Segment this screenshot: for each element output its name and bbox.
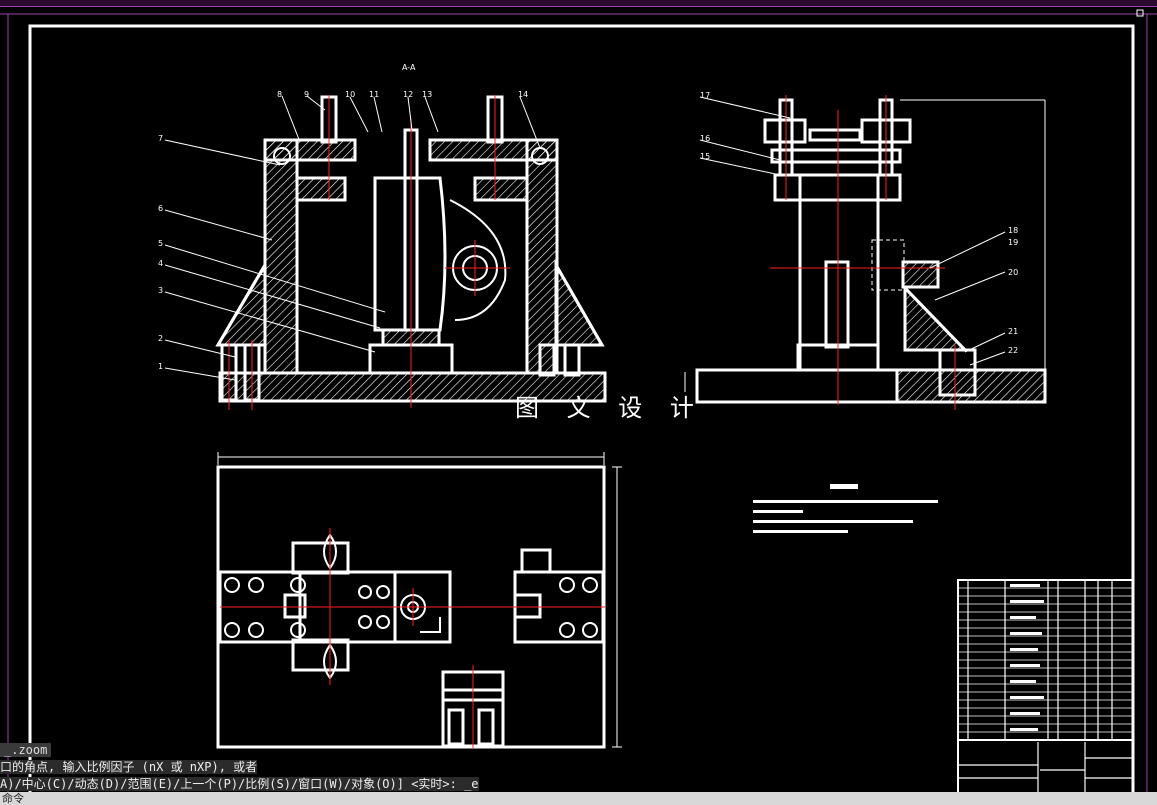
top-view-dimensions [217,452,622,748]
balloon-22: 22 [1008,346,1019,355]
balloon-6: 6 [158,204,164,213]
balloon-15: 15 [700,152,711,161]
front-view-leaders [164,95,541,381]
command-input-line[interactable]: 命令 [0,792,1157,805]
front-view-centerlines [228,95,510,410]
side-view-leaders [684,96,1046,402]
balloon-2: 2 [158,334,164,343]
command-history: _.zoom 口的角点, 输入比例因子 (nX 或 nXP), 或者 A)/中心… [0,742,1157,793]
command-input-label: 命令 [2,792,24,805]
top-view-centerlines [220,528,605,748]
technical-requirements-note [753,484,938,533]
balloon-14: 14 [518,90,529,99]
balloon-11: 11 [369,90,380,99]
balloon-7: 7 [158,134,164,143]
balloon-16: 16 [700,134,711,143]
balloon-18: 18 [1008,226,1019,235]
command-history-zoom: _.zoom [0,743,52,757]
balloon-19: 19 [1008,238,1019,247]
balloon-12: 12 [403,90,414,99]
balloon-4: 4 [158,259,164,268]
front-section-view[interactable] [215,95,607,403]
title-block-text-blocks [1010,584,1044,731]
balloon-3: 3 [158,286,164,295]
balloon-5: 5 [158,239,164,248]
balloon-17: 17 [700,91,711,100]
watermark-text: 图 文 设 计 [515,394,704,422]
balloon-9: 9 [304,90,310,99]
title-block-rows [958,587,1133,733]
side-view[interactable] [695,98,1047,404]
balloon-20: 20 [1008,268,1019,277]
section-marker: A-A [402,63,416,72]
window-top-bar [0,0,1157,7]
balloon-1: 1 [158,362,164,371]
balloon-10: 10 [345,90,356,99]
side-view-centerlines [770,95,956,410]
command-history-prompt-1: 口的角点, 输入比例因子 (nX 或 nXP), 或者 [0,760,258,774]
balloon-21: 21 [1008,327,1019,336]
balloon-8: 8 [277,90,283,99]
balloon-13: 13 [422,90,433,99]
command-history-prompt-2: A)/中心(C)/动态(D)/范围(E)/上一个(P)/比例(S)/窗口(W)/… [0,777,479,791]
